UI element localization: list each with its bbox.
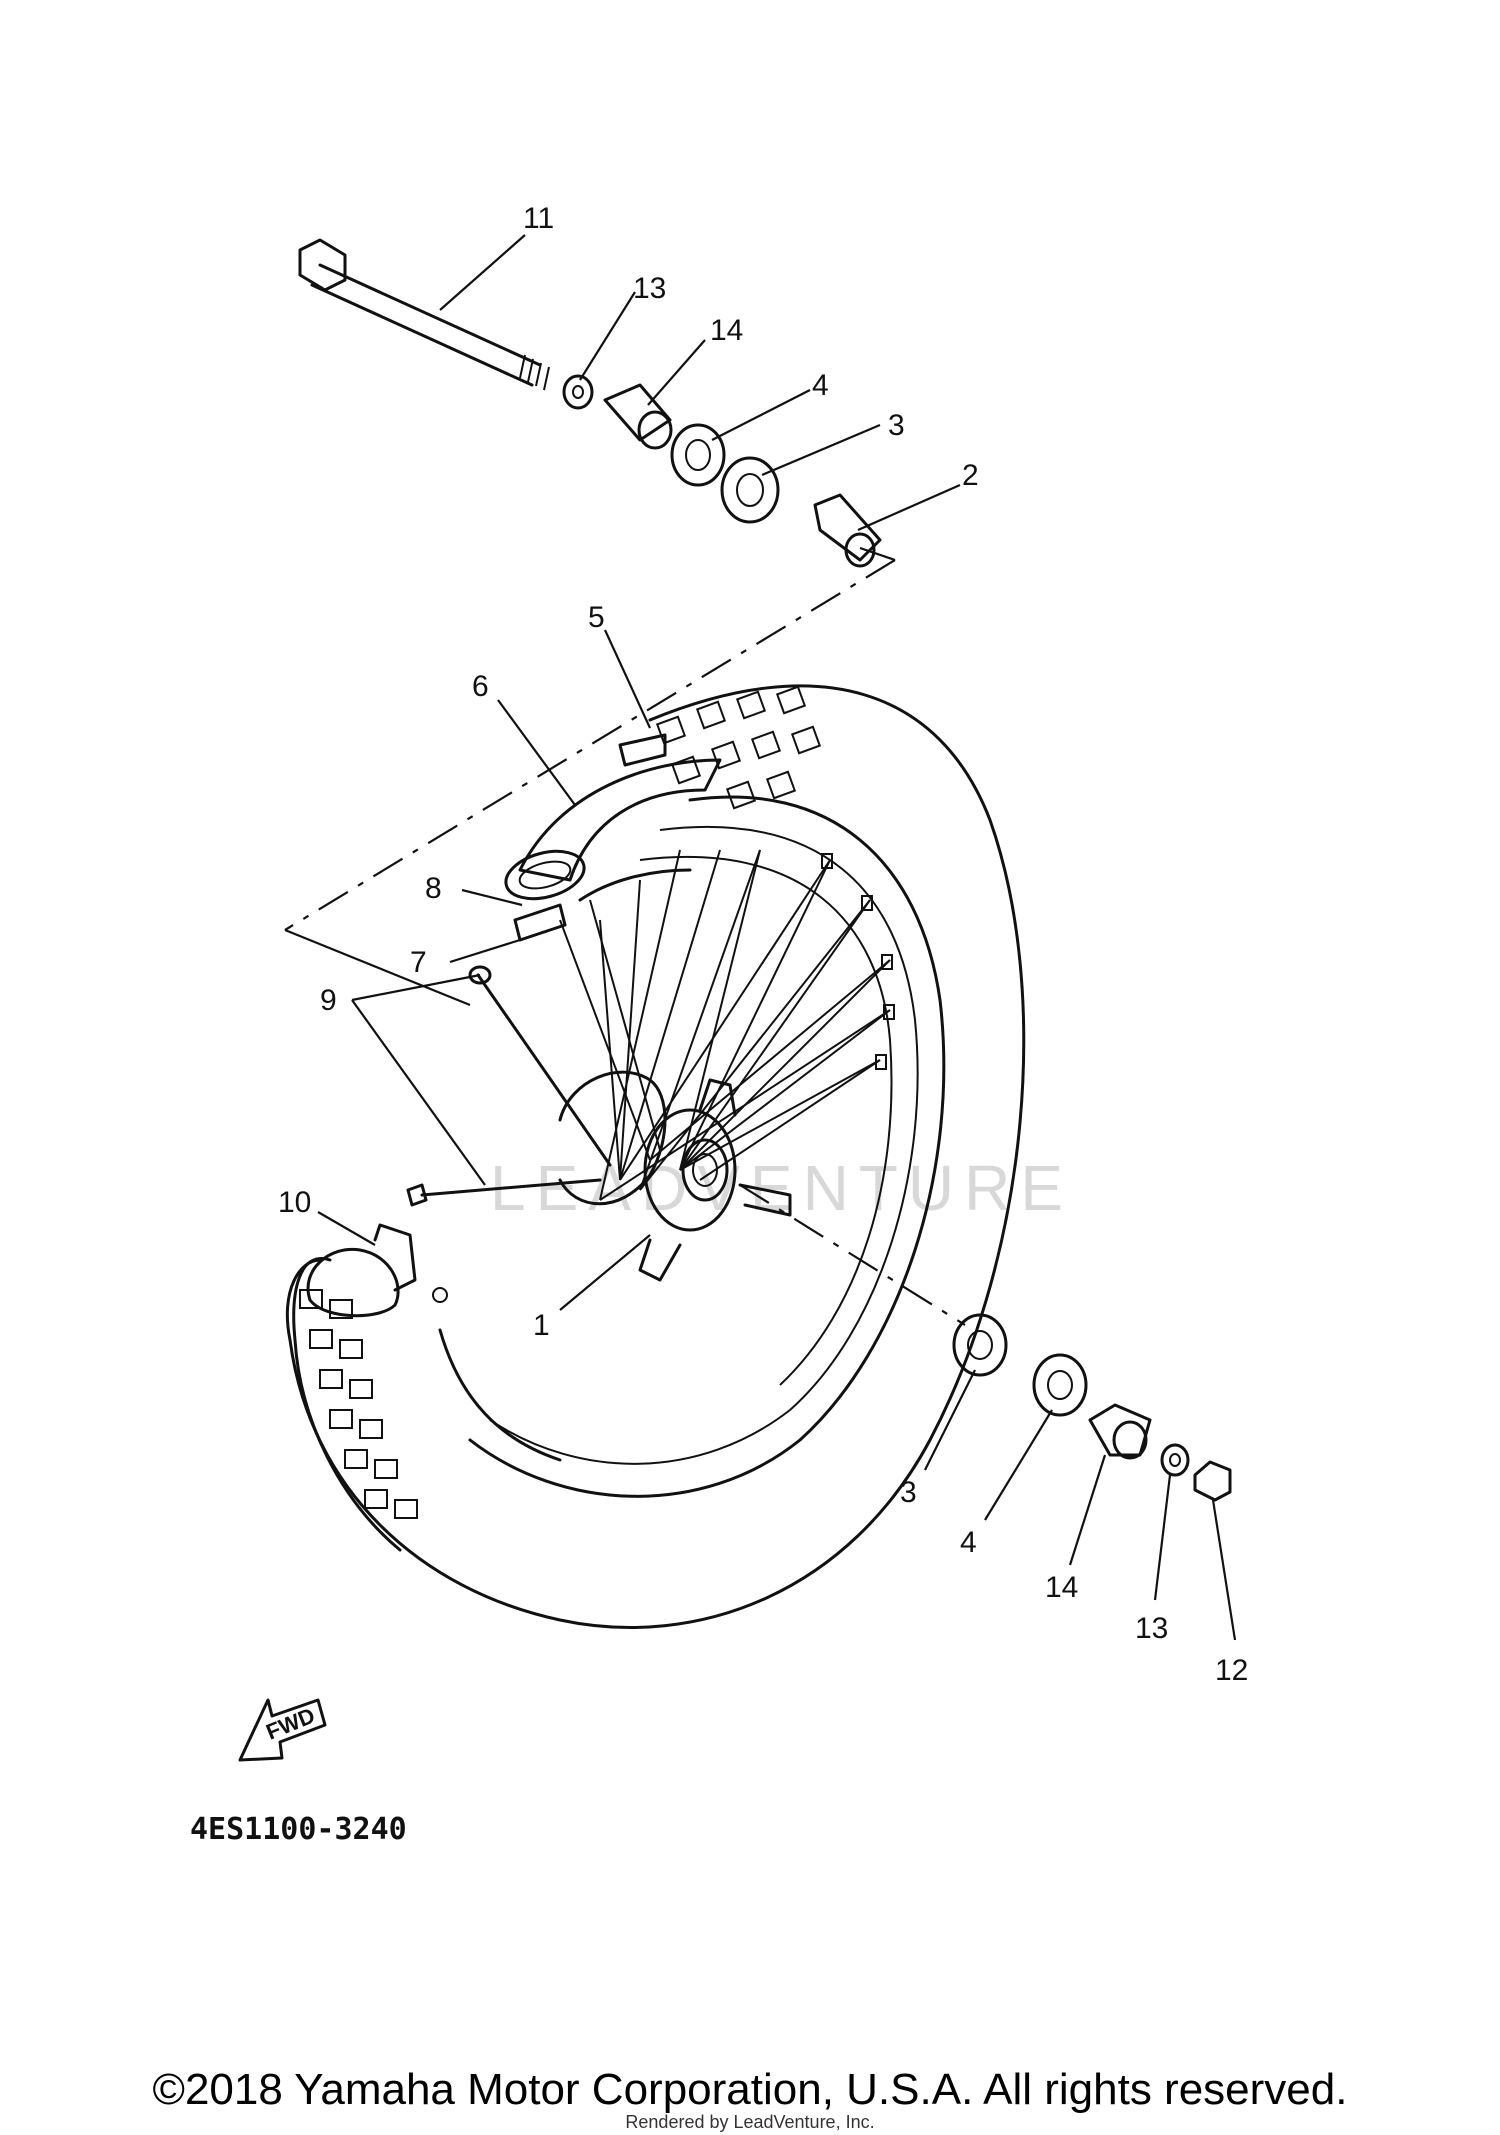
callout-14-bottom: 14 bbox=[1045, 1571, 1078, 1604]
spoke-detail-drawing bbox=[406, 965, 612, 1207]
leader-lines bbox=[317, 234, 1237, 1641]
tire-drawing bbox=[285, 684, 1026, 1629]
callout-1: 1 bbox=[533, 1309, 550, 1342]
centerlines bbox=[284, 546, 966, 1326]
callout-3-top: 3 bbox=[888, 409, 905, 442]
hub-and-spokes-drawing bbox=[558, 849, 895, 1282]
callout-6: 6 bbox=[472, 670, 489, 703]
callout-13-top: 13 bbox=[633, 272, 666, 305]
callout-2: 2 bbox=[962, 459, 979, 492]
callout-9: 9 bbox=[320, 984, 337, 1017]
callout-11: 11 bbox=[523, 202, 554, 235]
rendered-by-text: Rendered by LeadVenture, Inc. bbox=[625, 2112, 875, 2132]
copyright-text: ©2018 Yamaha Motor Corporation, U.S.A. A… bbox=[152, 2065, 1348, 2114]
callout-7: 7 bbox=[410, 946, 427, 979]
callout-3-bottom: 3 bbox=[900, 1476, 917, 1509]
callout-10: 10 bbox=[278, 1186, 311, 1219]
callout-8: 8 bbox=[425, 872, 442, 905]
callout-numbers: 11 13 14 4 3 2 5 6 8 7 9 10 1 3 4 14 13 … bbox=[278, 202, 1248, 1687]
callout-5: 5 bbox=[588, 601, 605, 634]
callout-14-top: 14 bbox=[710, 314, 743, 347]
diagram-code: 4ES1100-3240 bbox=[190, 1812, 407, 1847]
callout-12: 12 bbox=[1215, 1654, 1248, 1687]
forward-arrow-icon: FWD bbox=[238, 1698, 327, 1762]
callout-4-bottom: 4 bbox=[960, 1526, 977, 1559]
callout-4-top: 4 bbox=[812, 369, 829, 402]
axle-assembly-drawing bbox=[298, 238, 1232, 1502]
tube-and-rim-band-drawing bbox=[504, 733, 722, 942]
callout-13-bottom: 13 bbox=[1135, 1612, 1168, 1645]
